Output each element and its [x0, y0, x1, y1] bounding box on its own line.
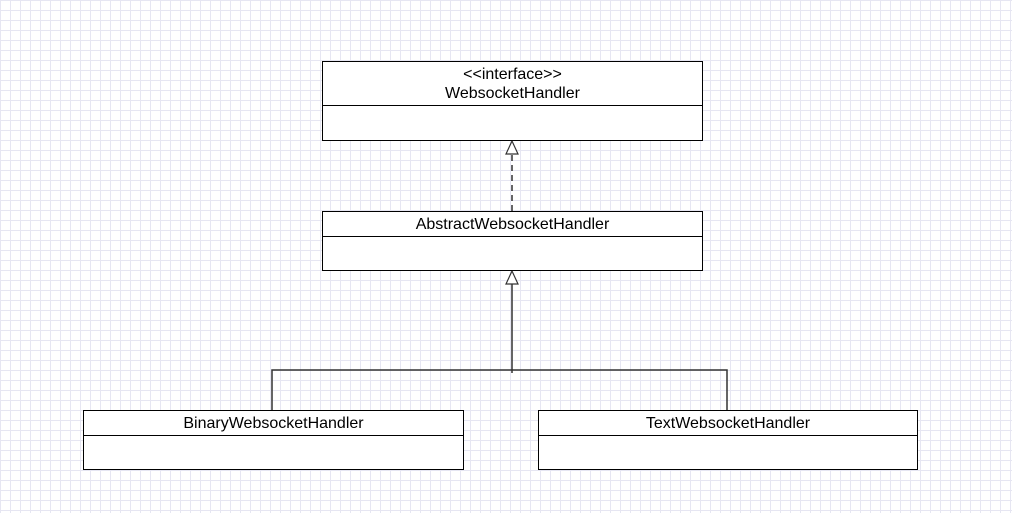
class-abstractwebsockethandler[interactable]: AbstractWebsocketHandler: [322, 211, 703, 271]
class-body: [539, 436, 917, 469]
class-body: [84, 436, 463, 469]
realization-arrowhead: [505, 139, 519, 155]
generalization-branch-line: [271, 369, 728, 410]
class-name-label: AbstractWebsocketHandler: [415, 215, 610, 233]
class-header: <<interface>> WebsocketHandler: [323, 62, 702, 106]
class-name-label: BinaryWebsocketHandler: [183, 414, 364, 432]
class-binarywebsockethandler[interactable]: BinaryWebsocketHandler: [83, 410, 464, 470]
class-name-label: TextWebsocketHandler: [645, 414, 811, 432]
class-header: AbstractWebsocketHandler: [323, 212, 702, 237]
class-name-label: WebsocketHandler: [445, 84, 580, 102]
class-body: [323, 237, 702, 270]
class-websockethandler[interactable]: <<interface>> WebsocketHandler: [322, 61, 703, 141]
class-body: [323, 106, 702, 140]
class-textwebsockethandler[interactable]: TextWebsocketHandler: [538, 410, 918, 470]
stereotype-label: <<interface>>: [463, 65, 562, 83]
class-header: TextWebsocketHandler: [539, 411, 917, 436]
generalization-arrowhead: [505, 269, 519, 285]
class-header: BinaryWebsocketHandler: [84, 411, 463, 436]
